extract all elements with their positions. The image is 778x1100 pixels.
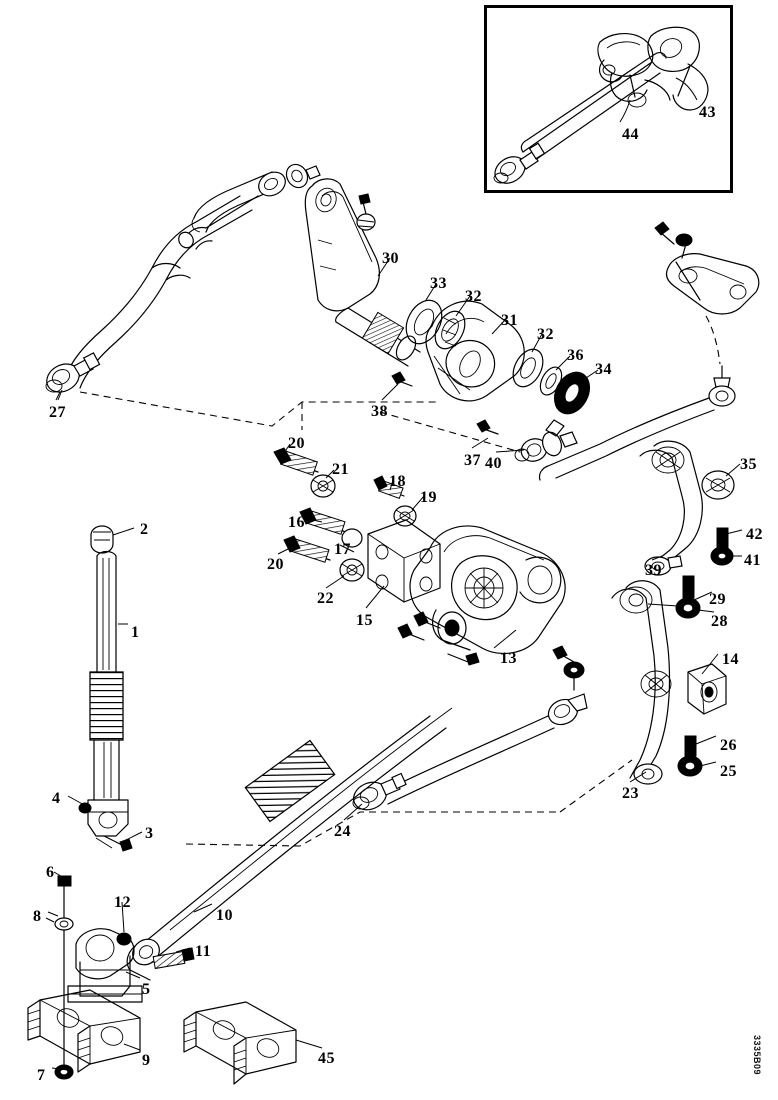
callout-2: 2 <box>140 521 149 538</box>
drawing-number: 3335B09 <box>752 1035 762 1076</box>
callout-43: 43 <box>699 104 716 121</box>
callout-24: 24 <box>334 823 351 840</box>
leader-lines <box>47 257 743 1071</box>
callout-39: 39 <box>645 562 662 579</box>
callout-37: 37 <box>464 452 481 469</box>
callout-1: 1 <box>131 624 140 641</box>
callout-38: 38 <box>371 403 388 420</box>
callout-3: 3 <box>145 825 154 842</box>
callout-23: 23 <box>622 785 639 802</box>
callout-14: 14 <box>722 651 739 668</box>
callout-33: 33 <box>430 275 447 292</box>
callout-27: 27 <box>49 404 66 421</box>
callout-8: 8 <box>33 908 42 925</box>
callout-28: 28 <box>711 613 728 630</box>
inset-detail-frame <box>484 5 733 193</box>
callout-31: 31 <box>501 312 518 329</box>
callout-17: 17 <box>334 541 351 558</box>
callout-41: 41 <box>744 552 761 569</box>
callout-44: 44 <box>622 126 639 143</box>
callout-6: 6 <box>46 864 55 881</box>
mount-bracket-right <box>183 1001 297 1085</box>
callout-20b: 20 <box>267 556 284 573</box>
lower-drag-link <box>352 645 588 811</box>
drag-link-upper <box>45 163 321 393</box>
right-steering-arm-upper <box>538 233 760 481</box>
callout-21: 21 <box>332 461 349 478</box>
lower-rack-assembly <box>45 707 453 1080</box>
inset-artwork <box>493 26 709 184</box>
callout-18: 18 <box>389 473 406 490</box>
bellcrank-assembly <box>304 178 675 462</box>
callout-34: 34 <box>595 361 612 378</box>
callout-42: 42 <box>746 526 763 543</box>
callout-35: 35 <box>740 456 757 473</box>
callout-9: 9 <box>142 1052 151 1069</box>
callout-13: 13 <box>500 650 517 667</box>
callout-7: 7 <box>37 1067 46 1084</box>
callout-36: 36 <box>567 347 584 364</box>
callout-5: 5 <box>142 981 151 998</box>
callout-26: 26 <box>720 737 737 754</box>
steering-gear-box <box>397 525 566 666</box>
callout-10: 10 <box>216 907 233 924</box>
callout-11: 11 <box>195 943 212 960</box>
callout-45: 45 <box>318 1050 335 1067</box>
callout-29: 29 <box>709 591 726 608</box>
callout-32b: 32 <box>537 326 554 343</box>
callout-40: 40 <box>485 455 502 472</box>
callout-22: 22 <box>317 590 334 607</box>
right-arm-lower <box>611 575 727 785</box>
assembly-guide-lines <box>79 391 633 847</box>
callout-32: 32 <box>465 288 482 305</box>
fastener-group <box>273 447 441 603</box>
callout-19: 19 <box>420 489 437 506</box>
callout-16: 16 <box>288 514 305 531</box>
right-arm-middle <box>639 440 735 576</box>
callout-30: 30 <box>382 250 399 267</box>
callout-4: 4 <box>52 790 61 807</box>
callout-25: 25 <box>720 763 737 780</box>
mount-bracket-left <box>27 989 141 1073</box>
callout-15: 15 <box>356 612 373 629</box>
callout-20: 20 <box>288 435 305 452</box>
callout-12: 12 <box>114 894 131 911</box>
steering-column-shaft <box>78 525 133 852</box>
